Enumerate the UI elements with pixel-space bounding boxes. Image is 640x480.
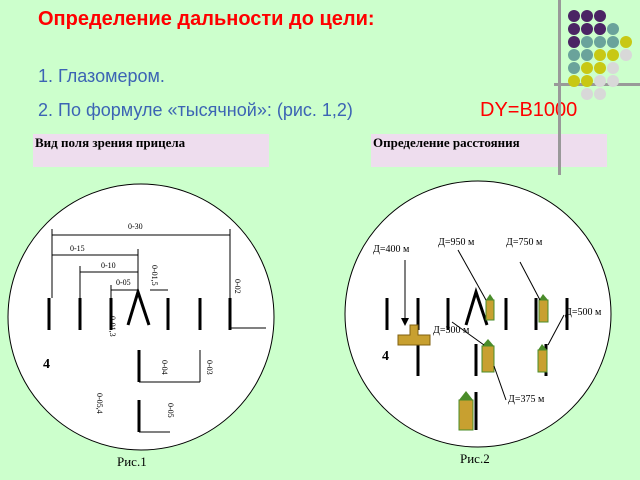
decor-dot xyxy=(607,49,619,61)
panel-distance-label: Определение расстояния xyxy=(373,135,520,150)
distance-circle xyxy=(344,180,612,448)
pointer-arrow xyxy=(547,314,565,346)
scale-label: 0-05 xyxy=(116,278,131,287)
tank-target xyxy=(397,324,431,346)
decor-dot xyxy=(607,36,619,48)
rot-label: 0-01,3 xyxy=(108,316,117,337)
decor-dot xyxy=(607,62,619,74)
soldier-target xyxy=(537,344,548,373)
panel-sight-view: Вид поля зрения прицела xyxy=(33,134,269,167)
mark-4: 4 xyxy=(43,357,50,372)
reticle-chevron xyxy=(464,287,489,326)
decor-dot xyxy=(581,36,593,48)
pointer-arrow xyxy=(457,249,487,301)
page-title: Определение дальности до цели: xyxy=(38,8,375,30)
rot-label: 0-01,5 xyxy=(150,265,159,286)
panel-distance: Определение расстояния xyxy=(371,134,607,167)
soldier-target xyxy=(485,294,495,321)
decor-dot xyxy=(594,75,606,87)
soldier-target xyxy=(481,339,495,373)
decor-dot xyxy=(568,36,580,48)
scale-label: 0-30 xyxy=(128,222,143,231)
decor-dot xyxy=(594,23,606,35)
pointer-arrow xyxy=(519,261,541,301)
decor-dot xyxy=(594,88,606,100)
distance-label: Д=950 м xyxy=(438,237,475,248)
soldier-target xyxy=(458,391,474,431)
decor-dot xyxy=(581,23,593,35)
rot-label: 0-05,4 xyxy=(95,393,104,414)
distance-label: Д=500 м xyxy=(565,307,602,318)
caption-fig2: Рис.2 xyxy=(460,451,490,466)
decor-dot xyxy=(607,23,619,35)
decor-dot xyxy=(594,49,606,61)
soldier-target xyxy=(538,294,549,323)
rot-label: 0-03 xyxy=(205,360,214,375)
decor-vertical-line xyxy=(558,0,561,175)
distance-label: Д=750 м xyxy=(506,237,543,248)
distance-label: Д=375 м xyxy=(508,394,545,405)
decor-dot xyxy=(568,62,580,74)
decor-dot xyxy=(620,36,632,48)
rot-label: 0-02 xyxy=(233,279,242,294)
distance-label: Д=300 м xyxy=(433,325,470,336)
decor-dot xyxy=(568,75,580,87)
decor-dot xyxy=(607,75,619,87)
decor-dot xyxy=(568,10,580,22)
decor-dot xyxy=(594,10,606,22)
decor-dot xyxy=(581,75,593,87)
decor-dot xyxy=(581,88,593,100)
method-eye: 1. Глазомером. xyxy=(38,66,165,86)
decor-dot xyxy=(581,10,593,22)
scale-label: 0-15 xyxy=(70,244,85,253)
mark-4: 4 xyxy=(382,349,389,364)
decor-dot xyxy=(581,49,593,61)
scale-label: 0-10 xyxy=(101,261,116,270)
formula-text: DY=B1000 xyxy=(480,99,578,121)
pointer-arrow xyxy=(493,365,507,401)
decor-dot xyxy=(568,49,580,61)
pointer-arrow xyxy=(451,321,485,346)
rot-label: 0-04 xyxy=(160,360,169,375)
method-formula: 2. По формуле «тысячной»: (рис. 1,2) xyxy=(38,100,353,120)
distance-label: Д=400 м xyxy=(373,244,410,255)
decor-dot xyxy=(594,36,606,48)
decor-dot xyxy=(594,62,606,74)
decor-dot xyxy=(581,62,593,74)
decor-dot xyxy=(620,49,632,61)
caption-fig1: Рис.1 xyxy=(117,454,147,469)
decor-dot xyxy=(568,23,580,35)
reticle-circle xyxy=(7,183,275,451)
panel-sight-view-label: Вид поля зрения прицела xyxy=(35,135,186,150)
rot-label: 0-05 xyxy=(166,403,175,418)
